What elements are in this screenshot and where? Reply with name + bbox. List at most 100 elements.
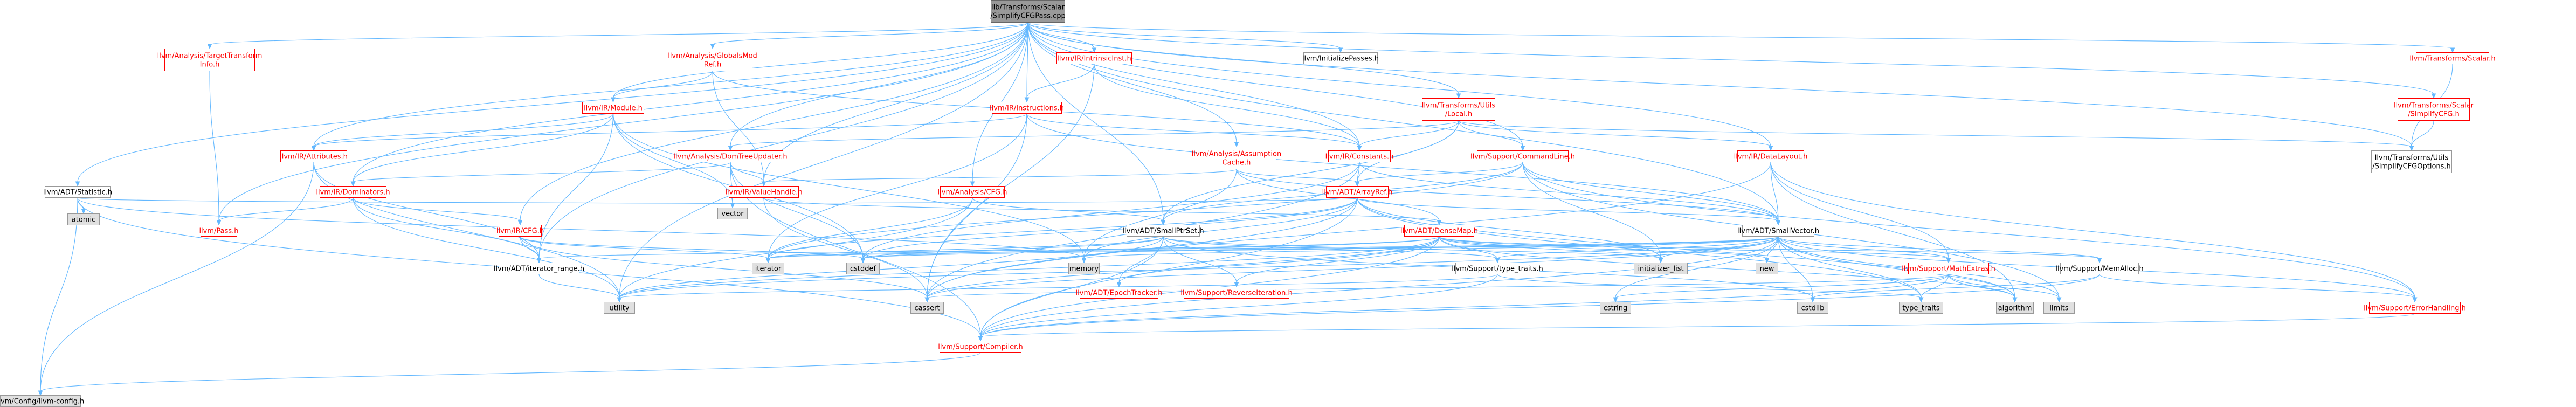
node-label-commandline-0: llvm/Support/CommandLine.h <box>1470 153 1575 161</box>
node-epochtracker[interactable]: llvm/ADT/EpochTracker.h <box>1075 287 1163 299</box>
node-label-atomic-0: atomic <box>72 216 95 224</box>
edge-densemap-to-reverseiteration <box>1234 236 1440 288</box>
edge-root-to-smallvector <box>1027 22 1781 226</box>
edge-commandline-to-smallvector <box>1522 162 1781 226</box>
node-local[interactable]: llvm/Transforms/Utils/Local.h <box>1422 98 1496 121</box>
node-label-iteratorrange-0: llvm/ADT/iterator_range.h <box>494 265 584 273</box>
node-label-assumptioncache-0: llvm/Analysis/Assumption <box>1192 150 1281 158</box>
edge-compiler-to-llvmconfig <box>38 352 981 396</box>
edge-smallvector-to-memory <box>1081 236 1779 264</box>
edge-root-to-valuehandle <box>761 22 1028 187</box>
node-typetraits[interactable]: llvm/Support/type_traits.h <box>1452 263 1543 274</box>
edge-module-to-iteratorrange <box>536 113 614 264</box>
node-initlist: initializer_list <box>1634 263 1688 274</box>
node-mathextras[interactable]: llvm/Support/MathExtras.h <box>1902 263 1995 274</box>
node-label-compiler-0: llvm/Support/Compiler.h <box>938 343 1023 351</box>
edge-mathextras-to-limits <box>1948 274 2062 303</box>
node-label-vector-0: vector <box>721 210 744 218</box>
edge-datalayout-to-errorhandling <box>1770 162 2418 303</box>
edge-errorhandling-to-compiler <box>978 313 2415 342</box>
node-label-smallvector-0: llvm/ADT/SmallVector.h <box>1737 227 1819 236</box>
node-instructions[interactable]: llvm/IR/Instructions.h <box>990 102 1064 114</box>
node-memalloc[interactable]: llvm/Support/MemAlloc.h <box>2055 263 2144 274</box>
node-label-dominators-0: llvm/IR/Dominators.h <box>316 189 390 197</box>
node-densemap[interactable]: llvm/ADT/DenseMap.h <box>1400 225 1478 237</box>
node-datalayout[interactable]: llvm/IR/DataLayout.h <box>1734 150 1808 162</box>
edge-datalayout-to-cassert <box>924 162 1771 303</box>
node-ircfg[interactable]: llvm/IR/CFG.h <box>496 225 544 237</box>
edge-gmr-to-module <box>611 71 713 103</box>
node-simplifycfgoptions[interactable]: llvm/Transforms/Utils/SimplifyCFGOptions… <box>2371 150 2452 173</box>
node-module[interactable]: llvm/IR/Module.h <box>582 102 644 114</box>
node-label-errorhandling-0: llvm/Support/ErrorHandling.h <box>2364 305 2466 313</box>
edge-root-to-tti <box>207 22 1028 50</box>
edge-datalayout-to-mathextras <box>1770 162 1951 264</box>
node-label-pass-0: llvm/Pass.h <box>199 227 238 236</box>
node-label-intrinsicinst-0: llvm/IR/IntrinsicInst.h <box>1057 55 1131 63</box>
node-label-ircfg-0: llvm/IR/CFG.h <box>496 227 544 236</box>
edge-root-to-simplifycfg <box>1027 22 2436 99</box>
edge-attributes-to-utility <box>313 162 622 303</box>
node-initpasses[interactable]: llvm/InitializePasses.h <box>1302 52 1379 64</box>
edge-dominators-to-ircfg <box>353 197 523 226</box>
node-smallvector[interactable]: llvm/ADT/SmallVector.h <box>1737 225 1819 237</box>
node-statistic[interactable]: llvm/ADT/Statistic.h <box>43 186 112 198</box>
node-constants[interactable]: llvm/IR/Constants.h <box>1325 150 1394 162</box>
node-simplifycfg[interactable]: llvm/Transforms/Scalar/SimplifyCFG.h <box>2394 98 2474 121</box>
node-arrayref[interactable]: llvm/ADT/ArrayRef.h <box>1322 186 1393 198</box>
node-label-cstddef-0: cstddef <box>850 265 876 273</box>
edge-root-to-gmr <box>710 22 1028 50</box>
node-label-reverseiteration-0: llvm/Support/ReverseIteration.h <box>1180 289 1293 298</box>
node-commandline[interactable]: llvm/Support/CommandLine.h <box>1470 150 1575 162</box>
node-compiler[interactable]: llvm/Support/Compiler.h <box>938 341 1023 353</box>
node-label-typetraits-0: llvm/Support/type_traits.h <box>1452 265 1543 273</box>
node-label-memory-0: memory <box>1069 265 1099 273</box>
node-limits: limits <box>2043 302 2075 314</box>
node-dominators[interactable]: llvm/IR/Dominators.h <box>316 186 390 198</box>
node-analysiscfg[interactable]: llvm/Analysis/CFG.h <box>938 186 1007 198</box>
node-label-module-0: llvm/IR/Module.h <box>584 105 643 113</box>
edge-instructions-to-constants <box>1026 113 1362 151</box>
edge-intrinsicinst-to-constants <box>1094 64 1362 151</box>
edge-commandline-to-errorhandling <box>1522 162 2418 303</box>
node-label-initpasses-0: llvm/InitializePasses.h <box>1302 55 1379 63</box>
edge-attributes-to-iteratorrange <box>313 162 542 264</box>
graph-nodes: lib/Transforms/Scalar/SimplifyCFGPass.cp… <box>0 0 2496 407</box>
node-pass[interactable]: llvm/Pass.h <box>199 225 239 237</box>
node-label-cstdlib-0: cstdlib <box>1801 305 1825 313</box>
node-atomic: atomic <box>67 213 100 225</box>
node-errorhandling[interactable]: llvm/Support/ErrorHandling.h <box>2364 302 2466 314</box>
edge-smallvector-to-typetraits <box>1495 236 1779 264</box>
node-label-mathextras-0: llvm/Support/MathExtras.h <box>1902 265 1995 273</box>
edge-analysiscfg-to-utility <box>617 197 973 303</box>
edge-root-to-scalar <box>1027 22 2455 53</box>
node-label-tti-0: llvm/Analysis/TargetTransform <box>157 52 263 60</box>
node-label-new-0: new <box>1760 265 1774 273</box>
node-typetraitsstd: type_traits <box>1899 302 1943 314</box>
node-reverseiteration[interactable]: llvm/Support/ReverseIteration.h <box>1180 287 1293 299</box>
edge-mathextras-to-cassert <box>924 274 1949 303</box>
node-label-arrayref-0: llvm/ADT/ArrayRef.h <box>1322 189 1393 197</box>
edge-typetraits-to-utility <box>617 274 1498 303</box>
edge-domtreeupdater-to-dominators <box>350 162 731 187</box>
node-cassert: cassert <box>910 302 944 314</box>
node-attributes[interactable]: llvm/IR/Attributes.h <box>280 150 348 162</box>
node-scalar[interactable]: llvm/Transforms/Scalar.h <box>2409 52 2496 64</box>
node-label-gmr-0: llvm/Analysis/GlobalsMod <box>668 52 757 60</box>
node-domtreeupdater[interactable]: llvm/Analysis/DomTreeUpdater.h <box>673 150 788 162</box>
edge-smallvector-to-mathextras <box>1778 236 1951 264</box>
node-smallptrset[interactable]: llvm/ADT/SmallPtrSet.h <box>1122 225 1204 237</box>
node-cstddef: cstddef <box>846 263 880 274</box>
node-label-cassert-0: cassert <box>914 305 940 313</box>
node-iteratorrange[interactable]: llvm/ADT/iterator_range.h <box>494 263 584 274</box>
edge-smallvector-to-iterator <box>765 236 1779 264</box>
node-label-densemap-0: llvm/ADT/DenseMap.h <box>1400 227 1478 236</box>
node-valuehandle[interactable]: llvm/IR/ValueHandle.h <box>725 186 803 198</box>
node-algorithm: algorithm <box>1996 302 2034 314</box>
node-intrinsicinst[interactable]: llvm/IR/IntrinsicInst.h <box>1056 52 1132 64</box>
node-label-local-1: /Local.h <box>1445 111 1472 119</box>
